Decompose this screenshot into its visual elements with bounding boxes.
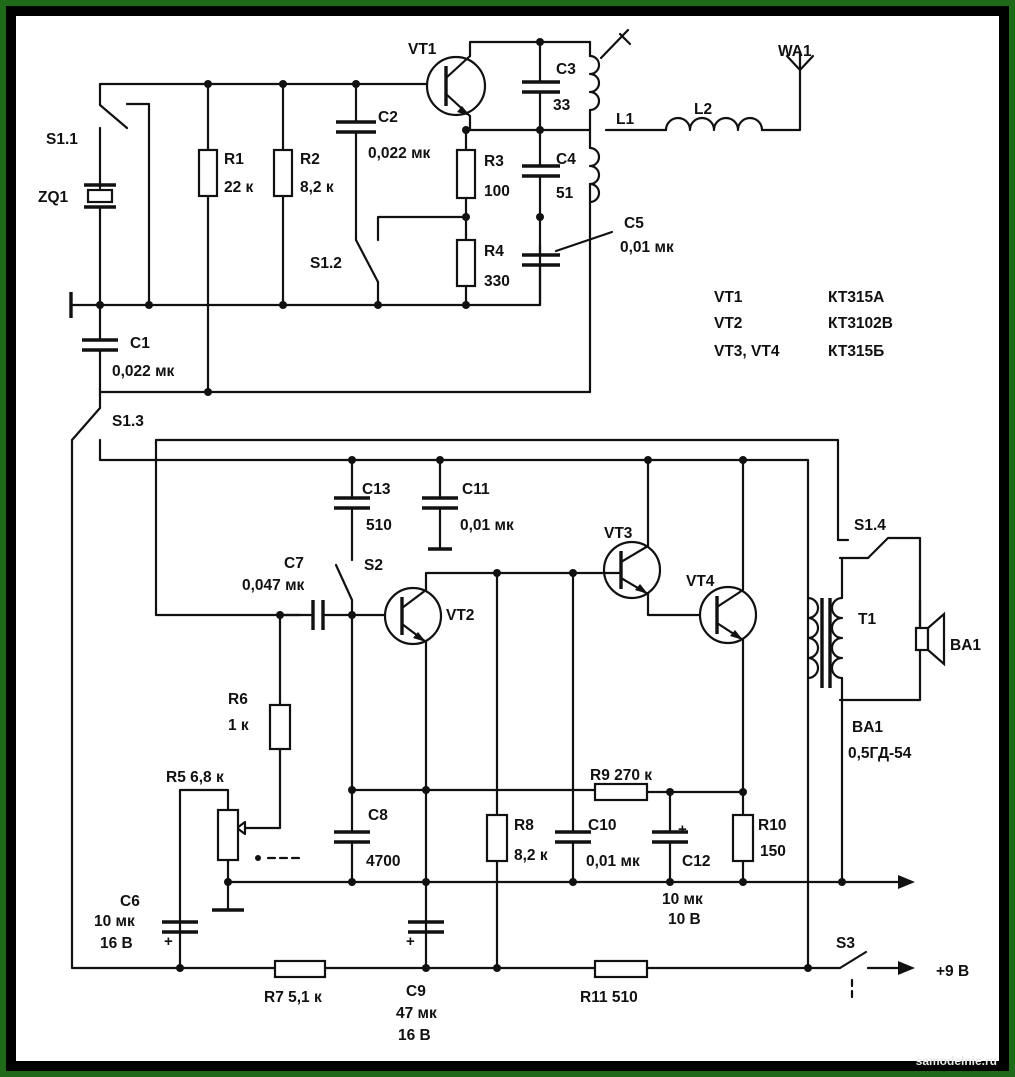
label-r2: R2: [300, 151, 320, 168]
label-r10-value: 150: [760, 843, 786, 860]
label-ba1-ref: BA1: [852, 719, 883, 736]
label-c3: C3: [556, 61, 576, 78]
label-c5: C5: [624, 215, 644, 232]
parts-table: VT1 КТ315А VT2 КТ3102В VT3, VT4 КТ315Б: [714, 289, 893, 360]
parts-type-1: КТ3102В: [828, 315, 893, 332]
label-r8: R8: [514, 817, 534, 834]
label-r1-value: 22 к: [224, 179, 254, 196]
label-c13-value: 510: [366, 517, 392, 534]
label-r10: R10: [758, 817, 786, 834]
label-vt1: VT1: [408, 41, 437, 58]
label-c1-value: 0,022 мк: [112, 363, 175, 380]
label-s1-4: S1.4: [854, 517, 886, 534]
label-c6: C6: [120, 893, 140, 910]
label-c6-value1: 10 мк: [94, 913, 135, 930]
label-c3-value: 33: [553, 97, 571, 114]
label-t1: T1: [858, 611, 876, 628]
label-c6-value2: 16 В: [100, 935, 133, 952]
label-r1: R1: [224, 151, 244, 168]
label-r7: R7 5,1 к: [264, 989, 322, 1006]
label-zq1: ZQ1: [38, 189, 69, 206]
label-c11: C11: [462, 481, 490, 498]
label-c12-value1: 10 мк: [662, 891, 703, 908]
label-l2: L2: [694, 101, 712, 118]
label-c6-plus: +: [164, 933, 173, 950]
label-c9-value2: 16 В: [398, 1027, 431, 1044]
label-c8: C8: [368, 807, 388, 824]
label-c4-value: 51: [556, 185, 574, 202]
label-c12-plus: +: [678, 821, 687, 838]
transmitter-section: [69, 28, 815, 970]
label-c13: C13: [362, 481, 391, 498]
label-ba1: BA1: [950, 637, 981, 654]
label-c12: C12: [682, 853, 710, 870]
label-r2-value: 8,2 к: [300, 179, 334, 196]
label-c2: C2: [378, 109, 398, 126]
parts-ref-2: VT3, VT4: [714, 343, 780, 360]
label-c9: C9: [406, 983, 426, 1000]
label-c1: C1: [130, 335, 150, 352]
parts-ref-1: VT2: [714, 315, 742, 332]
label-c7-value: 0,047 мк: [242, 577, 305, 594]
label-c9-value1: 47 мк: [396, 1005, 437, 1022]
label-wa1: WA1: [778, 43, 812, 60]
label-c9-plus: +: [406, 933, 415, 950]
label-c11-value: 0,01 мк: [460, 517, 514, 534]
label-r3-value: 100: [484, 183, 510, 200]
label-ba1-type: 0,5ГД-54: [848, 745, 912, 762]
label-c4: C4: [556, 151, 576, 168]
label-vt4: VT4: [686, 573, 715, 590]
label-c10-value: 0,01 мк: [586, 853, 640, 870]
label-r11: R11 510: [580, 989, 638, 1006]
label-s2: S2: [364, 557, 383, 574]
label-supply: +9 В: [936, 963, 969, 980]
label-s3: S3: [836, 935, 855, 952]
label-r4: R4: [484, 243, 504, 260]
label-r6-value: 1 к: [228, 717, 249, 734]
label-vt3: VT3: [604, 525, 633, 542]
label-c10: C10: [588, 817, 616, 834]
label-s1-1: S1.1: [46, 131, 78, 148]
label-c12-value2: 10 В: [668, 911, 701, 928]
label-r9: R9 270 к: [590, 767, 652, 784]
label-r6: R6: [228, 691, 248, 708]
label-r8-value: 8,2 к: [514, 847, 548, 864]
label-vt2: VT2: [446, 607, 474, 624]
watermark: samodelnie.ru: [915, 1054, 997, 1068]
label-r4-value: 330: [484, 273, 510, 290]
parts-type-0: КТ315А: [828, 289, 884, 306]
label-r3: R3: [484, 153, 504, 170]
label-s1-2: S1.2: [310, 255, 342, 272]
label-c5-value: 0,01 мк: [620, 239, 674, 256]
parts-ref-0: VT1: [714, 289, 743, 306]
label-c8-value: 4700: [366, 853, 400, 870]
label-r5: R5 6,8 к: [166, 769, 224, 786]
amplifier-section: [154, 438, 946, 1002]
label-c2-value: 0,022 мк: [368, 145, 431, 162]
label-l1: L1: [616, 111, 634, 128]
label-c7: C7: [284, 555, 304, 572]
component-labels: VT1 WA1 C3 33 L1 L2 S1.1 C2 0,022 мк R1 …: [38, 41, 981, 1044]
label-s1-3: S1.3: [112, 413, 144, 430]
parts-type-2: КТ315Б: [828, 343, 884, 360]
